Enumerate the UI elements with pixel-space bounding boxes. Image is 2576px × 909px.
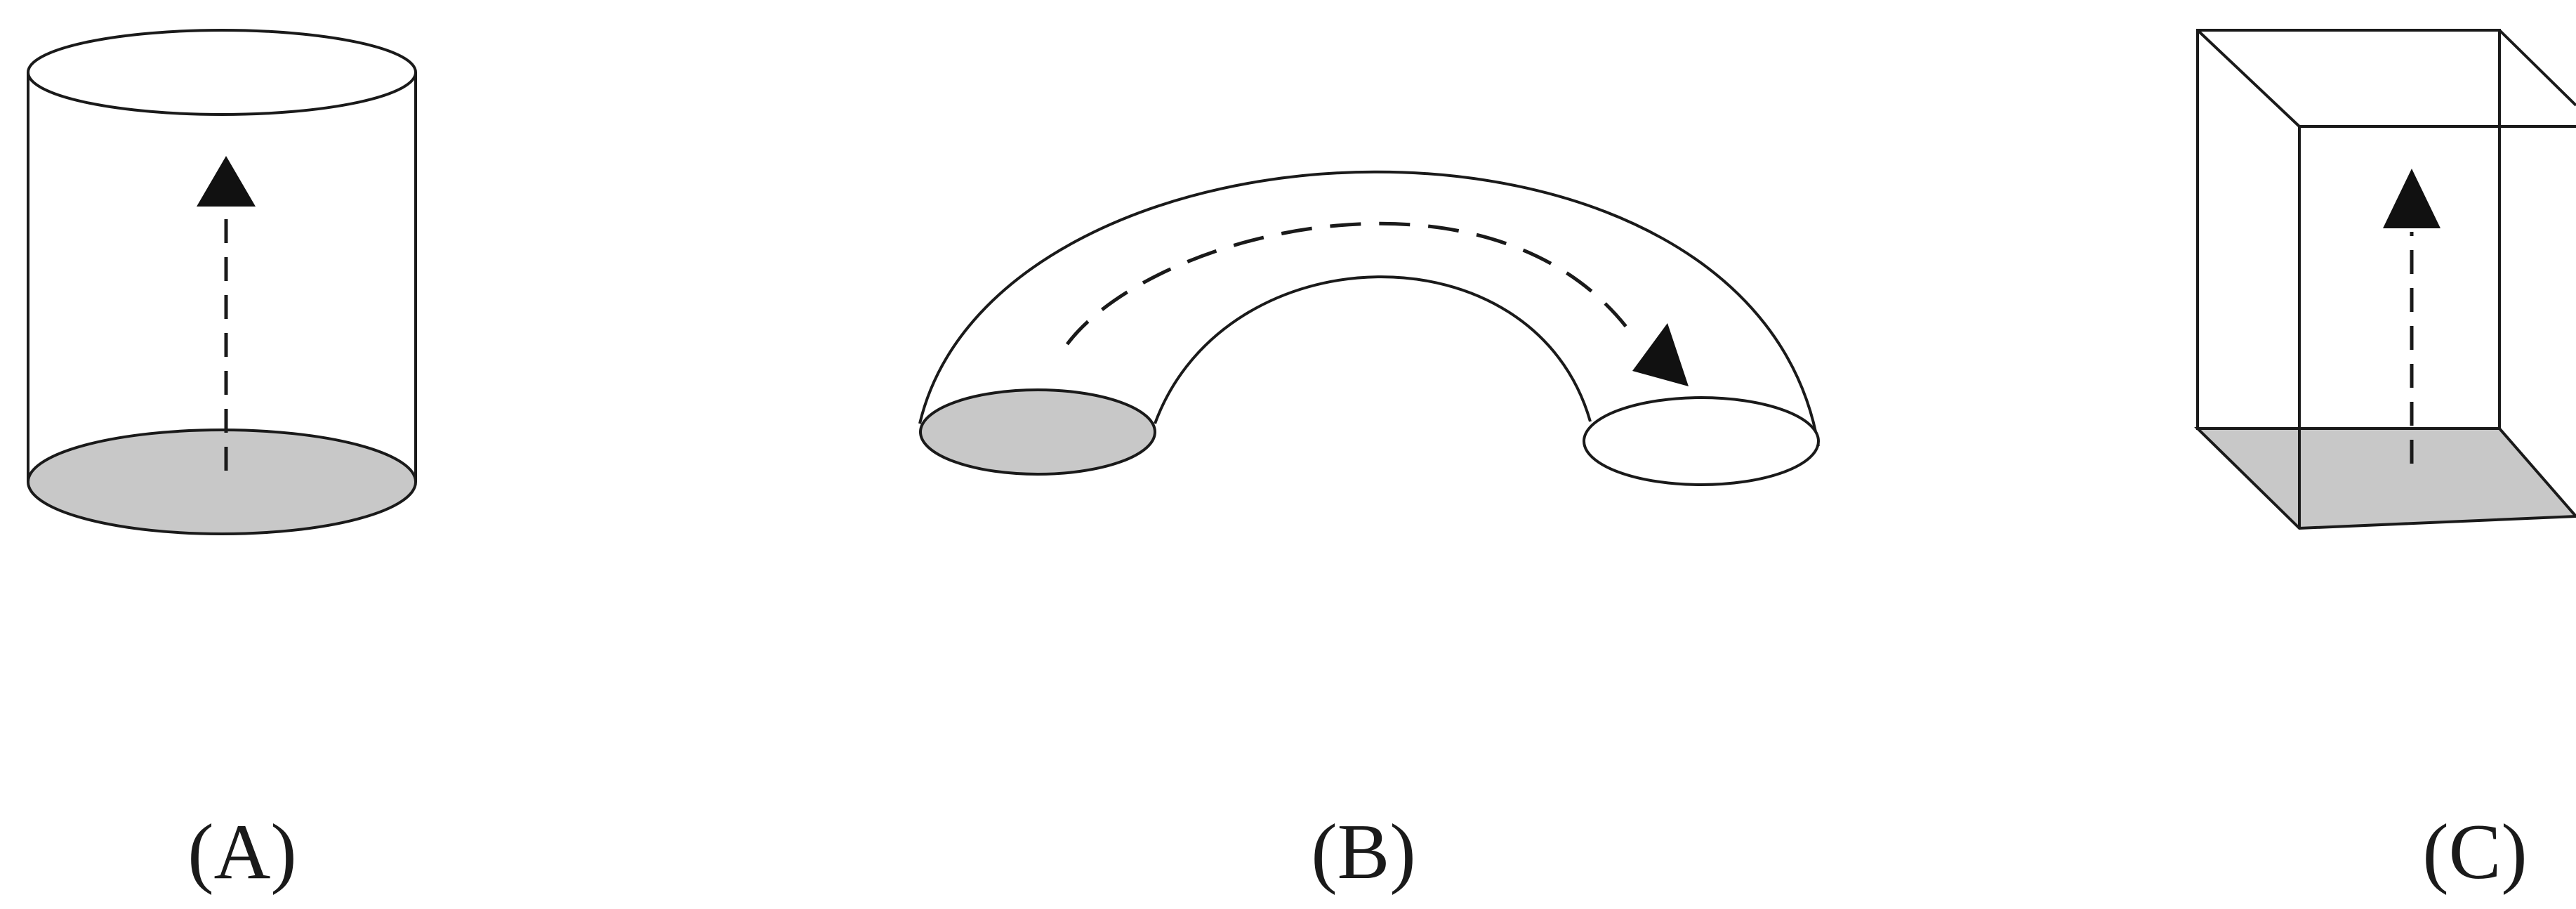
prism-top-left-edge bbox=[2196, 29, 2301, 128]
panel-b-label: (B) bbox=[1311, 809, 1415, 896]
prism-bottom-face-shaded bbox=[2194, 427, 2576, 530]
torus-outer-arc bbox=[918, 170, 1820, 447]
flow-arrow-c bbox=[2383, 169, 2440, 464]
panel-a: (A) bbox=[27, 29, 417, 896]
flow-arrow-b bbox=[1066, 221, 1689, 386]
panel-b: (B) bbox=[918, 170, 1820, 896]
panel-a-label: (A) bbox=[187, 809, 296, 896]
cylinder-shape bbox=[27, 29, 417, 535]
panel-c: (C) bbox=[2194, 29, 2576, 896]
prism-top-right-edge bbox=[2498, 29, 2576, 107]
torus-right-face-open bbox=[1583, 396, 1820, 486]
torus-inner-arc bbox=[1154, 275, 1592, 424]
half-torus-shape bbox=[918, 170, 1820, 486]
panel-c-label: (C) bbox=[2422, 809, 2527, 896]
dashed-path-b bbox=[1066, 221, 1630, 346]
arrowhead-a bbox=[197, 156, 256, 207]
prism-shape bbox=[2194, 29, 2576, 530]
arrowhead-c bbox=[2383, 169, 2440, 228]
arrowhead-b bbox=[1632, 323, 1689, 386]
cylinder-top-face bbox=[27, 29, 417, 116]
prism-back-face bbox=[2196, 29, 2501, 430]
cylinder-bottom-face-shaded bbox=[27, 429, 417, 535]
flow-arrow-a bbox=[197, 156, 256, 471]
torus-left-face-shaded bbox=[919, 388, 1156, 476]
